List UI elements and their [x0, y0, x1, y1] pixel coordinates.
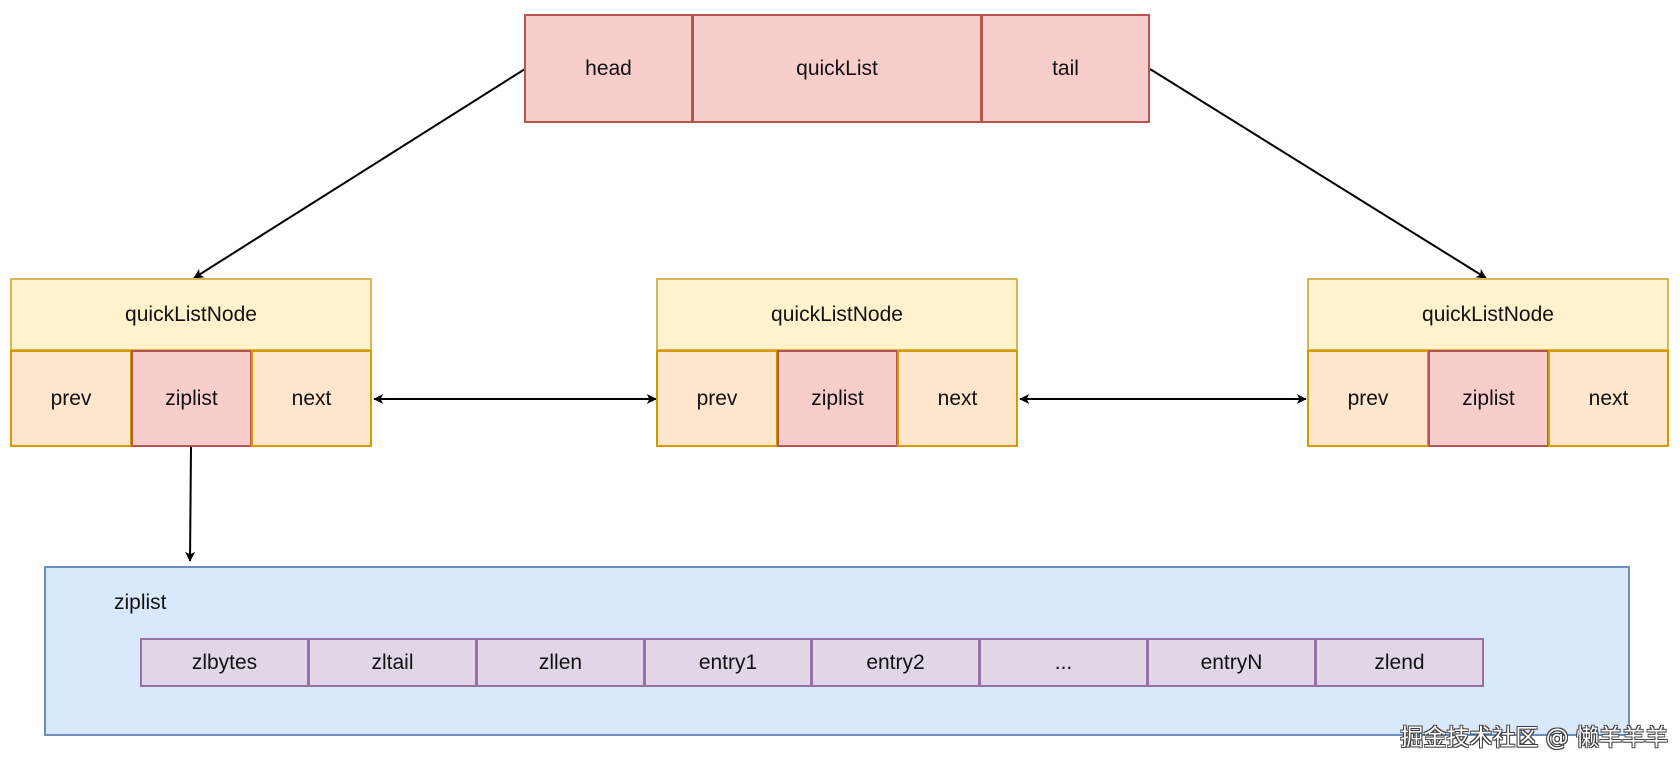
- node-ziplist-field: ziplist: [131, 350, 252, 447]
- ziplist-pointer-arrow: [185, 446, 196, 562]
- node-prev-field: prev: [656, 350, 778, 447]
- watermark: 掘金技术社区 @ 懒羊羊羊: [1400, 725, 1668, 751]
- ziplist-field-zltail: zltail: [308, 638, 477, 687]
- ziplist-field-zlend: zlend: [1315, 638, 1484, 687]
- node-next-field: next: [897, 350, 1018, 447]
- ziplist-field-zllen: zllen: [476, 638, 645, 687]
- node-prev-field: prev: [10, 350, 132, 447]
- ziplist-field-ellipsis: ...: [979, 638, 1148, 687]
- node-next-field: next: [1548, 350, 1669, 447]
- ziplist-field-entry2: entry2: [811, 638, 980, 687]
- quicklist-tail-field: tail: [981, 14, 1150, 123]
- node-title: quickListNode: [1307, 278, 1669, 351]
- ziplist-field-entry1: entry1: [644, 638, 812, 687]
- node-title: quickListNode: [10, 278, 372, 351]
- ziplist-panel-label: ziplist: [114, 591, 167, 614]
- head-to-first-node-arrow: [193, 68, 526, 279]
- ziplist-field-entryN: entryN: [1147, 638, 1316, 687]
- node-title: quickListNode: [656, 278, 1018, 351]
- ziplist-field-zlbytes: zlbytes: [140, 638, 309, 687]
- node-ziplist-field: ziplist: [777, 350, 898, 447]
- tail-to-last-node-arrow: [1149, 68, 1487, 279]
- node-next-field: next: [251, 350, 372, 447]
- quicklist-title: quickList: [692, 14, 982, 123]
- node-prev-field: prev: [1307, 350, 1429, 447]
- node-ziplist-field: ziplist: [1428, 350, 1549, 447]
- quicklist-head-field: head: [524, 14, 693, 123]
